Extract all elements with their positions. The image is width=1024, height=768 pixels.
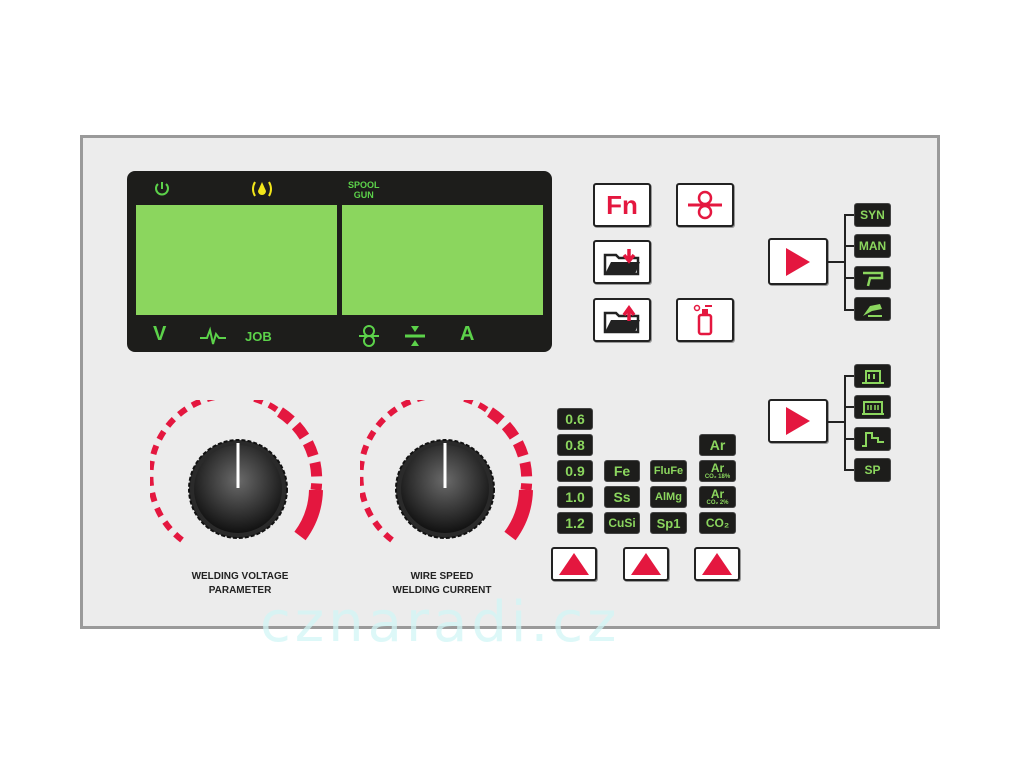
diameter-label: 1.0 <box>565 489 585 505</box>
mode-man-led: MAN <box>854 234 891 258</box>
connector-line <box>828 261 844 263</box>
wire-speed-label-line2: WELDING CURRENT <box>392 585 492 596</box>
wire-type-led: AlMg <box>650 486 687 508</box>
wire-type-led: Sp1 <box>650 512 687 534</box>
play-arrow-icon <box>786 247 810 276</box>
amp-label: A <box>460 323 475 345</box>
voltage-knob[interactable] <box>187 438 289 540</box>
wire-speed-label-line1: WIRE SPEED <box>410 571 474 582</box>
gas-label: Ar <box>710 460 725 475</box>
material-label: CuSi <box>608 516 636 530</box>
gas-sub-label: CO₂ 18% <box>704 473 731 480</box>
lcd-display: SPOOL GUN V JOB A <box>127 171 552 352</box>
wire-diameter-led: 0.6 <box>557 408 593 430</box>
volt-label: V <box>153 323 167 345</box>
wire-speed-knob-label: WIRE SPEED WELDING CURRENT <box>362 570 522 598</box>
diameter-label: 1.2 <box>565 515 585 531</box>
wire-speed-knob-scale <box>360 400 533 543</box>
warning-drop-icon <box>249 179 275 204</box>
job-label: JOB <box>245 329 272 344</box>
trigger-2t-led <box>854 364 891 388</box>
two-stroke-icon <box>861 370 884 384</box>
folder-load-icon <box>603 249 640 276</box>
material-label: Ss <box>613 489 631 505</box>
wire-type-led: FluFe <box>650 460 687 482</box>
diameter-label: 0.6 <box>565 411 585 427</box>
wire-material-led: Fe <box>604 460 640 482</box>
trigger-select-button[interactable] <box>768 399 828 443</box>
voltage-label-line2: PARAMETER <box>208 585 272 596</box>
wire-type-label: FluFe <box>653 465 684 477</box>
wire-rollers-icon <box>688 190 722 220</box>
spool-gun-label-1: SPOOL <box>348 180 380 190</box>
mode-syn-label: SYN <box>860 208 885 222</box>
gas-led: CO₂ <box>699 512 736 534</box>
lcd-screen-left <box>136 205 337 315</box>
save-program-button[interactable] <box>593 298 651 342</box>
wire-diameter-led: 1.0 <box>557 486 593 508</box>
four-stroke-icon <box>861 401 884 415</box>
electrode-holder-icon <box>862 304 882 317</box>
wire-inch-button[interactable] <box>676 183 734 227</box>
trigger-4t-led <box>854 395 891 419</box>
gas-label: CO₂ <box>705 516 730 530</box>
material-label: Fe <box>613 463 631 479</box>
trigger-sp-led: SP <box>854 458 891 482</box>
play-arrow-icon <box>786 407 810 435</box>
wire-diameter-led: 1.2 <box>557 512 593 534</box>
gas-sub-label: CO₂ 2% <box>706 499 729 506</box>
voltage-knob-label: WELDING VOLTAGE PARAMETER <box>160 570 320 598</box>
up-arrow-icon <box>559 553 589 575</box>
lcd-screen-right <box>342 205 543 315</box>
mode-syn-led: SYN <box>854 203 891 227</box>
voltage-label-line1: WELDING VOLTAGE <box>191 571 289 582</box>
diameter-label: 0.8 <box>565 437 585 453</box>
gas-led: Ar <box>699 434 736 456</box>
folder-save-icon <box>603 305 640 334</box>
wire-feed-icon <box>358 324 380 353</box>
mode-mig-torch-led <box>854 266 891 290</box>
gas-led: Ar CO₂ 2% <box>699 486 736 508</box>
arc-dynamics-icon <box>199 326 227 351</box>
diameter-label: 0.9 <box>565 463 585 479</box>
gas-led: Ar CO₂ 18% <box>699 460 736 482</box>
mode-man-label: MAN <box>858 239 887 253</box>
mode-select-button[interactable] <box>768 238 828 285</box>
gas-up-button[interactable] <box>694 547 740 581</box>
wire-diameter-led: 0.8 <box>557 434 593 456</box>
thickness-icon <box>403 324 427 353</box>
mode-mma-led <box>854 297 891 321</box>
power-icon <box>153 180 171 203</box>
gas-cylinder-icon <box>693 304 713 336</box>
spool-gun-label-2: GUN <box>353 190 374 200</box>
wire-diameter-led: 0.9 <box>557 460 593 482</box>
trigger-crater-led <box>854 427 891 451</box>
watermark: cznaradi.cz <box>260 590 621 655</box>
gas-test-button[interactable] <box>676 298 734 342</box>
wire-material-led: Ss <box>604 486 640 508</box>
voltage-knob-scale <box>150 400 323 543</box>
wire-material-up-button[interactable] <box>623 547 669 581</box>
gas-label: Ar <box>710 486 725 501</box>
wire-type-label: AlMg <box>655 491 682 503</box>
load-program-button[interactable] <box>593 240 651 284</box>
sp-label: SP <box>864 463 881 477</box>
fn-label: Fn <box>606 189 638 220</box>
wire-speed-knob[interactable] <box>394 438 496 540</box>
wire-material-led: CuSi <box>604 512 640 534</box>
up-arrow-icon <box>702 553 732 575</box>
up-arrow-icon <box>631 553 661 575</box>
mig-torch-icon <box>862 271 883 287</box>
gas-label: Ar <box>709 437 726 453</box>
connector-bracket <box>844 214 846 310</box>
wire-diameter-up-button[interactable] <box>551 547 597 581</box>
fn-button[interactable]: Fn <box>593 183 651 227</box>
crater-fill-icon <box>861 432 884 447</box>
wire-type-label: Sp1 <box>656 515 681 531</box>
